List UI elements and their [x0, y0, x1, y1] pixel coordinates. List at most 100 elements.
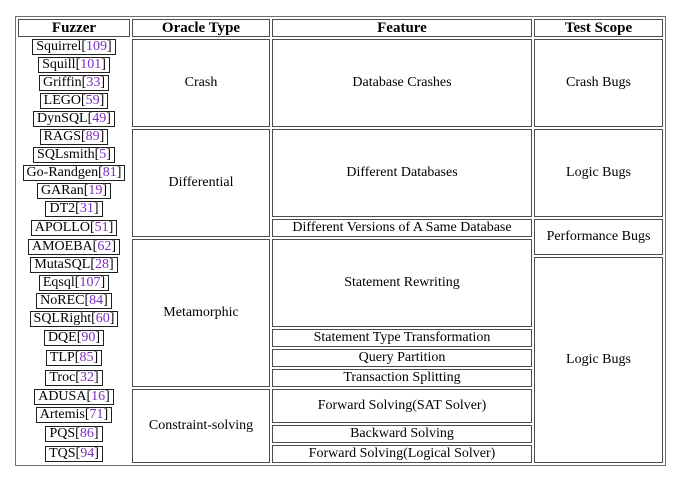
- fuzzer-cell: Go-Randgen[81]: [18, 165, 130, 181]
- fuzzer-link-box[interactable]: PQS[86]: [45, 426, 103, 442]
- table-row: TLP[85]Query Partition: [18, 349, 663, 367]
- fuzzer-name: AMOEBA: [31, 239, 93, 254]
- fuzzer-name: Go-Randgen: [26, 165, 99, 180]
- fuzzer-link-box[interactable]: DQE[90]: [43, 330, 105, 346]
- fuzzer-name: Squill: [42, 57, 76, 72]
- fuzzer-link-box[interactable]: SQLRight[60]: [29, 311, 119, 327]
- citation-link[interactable]: 86: [79, 426, 94, 441]
- fuzzer-link-box[interactable]: Griffin[33]: [39, 75, 109, 91]
- fuzzer-link-box[interactable]: Squirrel[109]: [32, 39, 116, 55]
- fuzzer-link-box[interactable]: GARan[19]: [36, 183, 112, 199]
- fuzzer-name: LEGO: [43, 93, 81, 108]
- table-row: NoREC[84]: [18, 293, 663, 309]
- fuzzer-link-box[interactable]: MutaSQL[28]: [30, 257, 118, 273]
- citation-link[interactable]: 85: [79, 350, 94, 365]
- feature-cell: Forward Solving(SAT Solver): [272, 389, 532, 423]
- fuzzer-link-box[interactable]: Troc[32]: [45, 370, 103, 386]
- fuzzer-name: ADUSA: [38, 389, 87, 404]
- citation-link[interactable]: 60: [95, 311, 110, 326]
- citation-link[interactable]: 81: [102, 165, 117, 180]
- fuzzer-link-box[interactable]: Squill[101]: [38, 57, 110, 73]
- fuzzer-link-box[interactable]: DT2[31]: [45, 201, 103, 217]
- feature-cell: Different Databases: [272, 129, 532, 217]
- fuzzer-name: Griffin: [43, 75, 82, 90]
- citation-link[interactable]: 101: [80, 57, 102, 72]
- fuzzer-cell: Squirrel[109]: [18, 39, 130, 55]
- fuzzer-link-box[interactable]: Artemis[71]: [35, 407, 113, 423]
- fuzzer-cell: Griffin[33]: [18, 75, 130, 91]
- oracle-type-cell: Crash: [132, 39, 270, 127]
- fuzzer-name: DT2: [49, 201, 76, 216]
- fuzzer-link-box[interactable]: AMOEBA[62]: [27, 239, 120, 255]
- table-row: SQLRight[60]: [18, 311, 663, 327]
- citation-link[interactable]: 107: [79, 275, 101, 290]
- table-row: APOLLO[51] Different Versions of A Same D…: [18, 219, 663, 255]
- citation-link[interactable]: 51: [94, 220, 109, 235]
- fuzzer-cell: TLP[85]: [18, 349, 130, 367]
- fuzzer-link-box[interactable]: APOLLO[51]: [30, 220, 118, 236]
- citation-link[interactable]: 16: [91, 389, 106, 404]
- table-row: DynSQL[49]: [18, 111, 663, 127]
- table-row: Troc[32]Transaction Splitting: [18, 369, 663, 387]
- oracle-type-cell: Constraint-solving: [132, 389, 270, 463]
- citation-link[interactable]: 31: [79, 201, 94, 216]
- fuzzer-link-box[interactable]: Eqsql[107]: [38, 275, 110, 291]
- column-header-test-scope: Test Scope: [534, 19, 663, 37]
- fuzzer-link-box[interactable]: DynSQL[49]: [33, 111, 115, 127]
- citation-link[interactable]: 62: [97, 239, 112, 254]
- citation-link[interactable]: 5: [99, 147, 107, 162]
- citation-link[interactable]: 84: [89, 293, 104, 308]
- feature-cell: Backward Solving: [272, 425, 532, 443]
- citation-link[interactable]: 89: [85, 129, 100, 144]
- fuzzer-cell: DQE[90]: [18, 329, 130, 347]
- citation-link[interactable]: 49: [92, 111, 107, 126]
- fuzzer-cell: Squill[101]: [18, 57, 130, 73]
- feature-cell: Statement Rewriting: [272, 239, 532, 327]
- fuzzer-cell: RAGS[89]: [18, 129, 130, 145]
- citation-link[interactable]: 59: [85, 93, 100, 108]
- fuzzer-link-box[interactable]: LEGO[59]: [39, 93, 109, 109]
- table-row: MutaSQL[28]Logic Bugs: [18, 257, 663, 463]
- table-row: Go-Randgen[81]: [18, 165, 663, 181]
- fuzzer-name: TLP: [49, 350, 75, 365]
- fuzzer-cell: LEGO[59]: [18, 93, 130, 109]
- fuzzer-link-box[interactable]: RAGS[89]: [39, 129, 109, 145]
- test-scope-cell: Performance Bugs: [534, 219, 663, 255]
- fuzzer-name: PQS: [49, 426, 76, 441]
- citation-link[interactable]: 71: [89, 407, 104, 422]
- citation-link[interactable]: 19: [88, 183, 103, 198]
- citation-link[interactable]: 32: [79, 370, 94, 385]
- fuzzer-link-box[interactable]: TLP[85]: [45, 350, 103, 366]
- fuzzer-cell: PQS[86]: [18, 425, 130, 443]
- fuzzer-cell: Troc[32]: [18, 369, 130, 387]
- fuzzer-survey-table-container: Fuzzer Oracle Type Feature Test Scope Sq…: [15, 16, 666, 466]
- fuzzer-link-box[interactable]: NoREC[84]: [36, 293, 112, 309]
- test-scope-cell: Logic Bugs: [534, 129, 663, 217]
- oracle-type-cell: Differential: [132, 129, 270, 237]
- table-row: Griffin[33]: [18, 75, 663, 91]
- citation-link[interactable]: 33: [86, 75, 101, 90]
- fuzzer-name: DQE: [47, 330, 77, 345]
- citation-link[interactable]: 94: [80, 446, 95, 461]
- citation-link[interactable]: 28: [95, 257, 109, 272]
- fuzzer-link-box[interactable]: Go-Randgen[81]: [22, 165, 126, 181]
- fuzzer-name: TQS: [49, 446, 76, 461]
- fuzzer-link-box[interactable]: ADUSA[16]: [34, 389, 114, 405]
- fuzzer-cell: GARan[19]: [18, 183, 130, 199]
- fuzzer-link-box[interactable]: TQS[94]: [45, 446, 103, 462]
- fuzzer-cell: DynSQL[49]: [18, 111, 130, 127]
- feature-cell: Database Crashes: [272, 39, 532, 127]
- feature-cell: Different Versions of A Same Database: [272, 219, 532, 237]
- table-row: Eqsql[107]: [18, 275, 663, 291]
- fuzzer-cell: NoREC[84]: [18, 293, 130, 309]
- table-row: GARan[19]: [18, 183, 663, 199]
- citation-link[interactable]: 90: [81, 330, 96, 345]
- citation-link[interactable]: 109: [86, 39, 108, 54]
- fuzzer-cell: DT2[31]: [18, 201, 130, 217]
- fuzzer-link-box[interactable]: SQLsmith[5]: [33, 147, 115, 163]
- fuzzer-cell: APOLLO[51]: [18, 219, 130, 237]
